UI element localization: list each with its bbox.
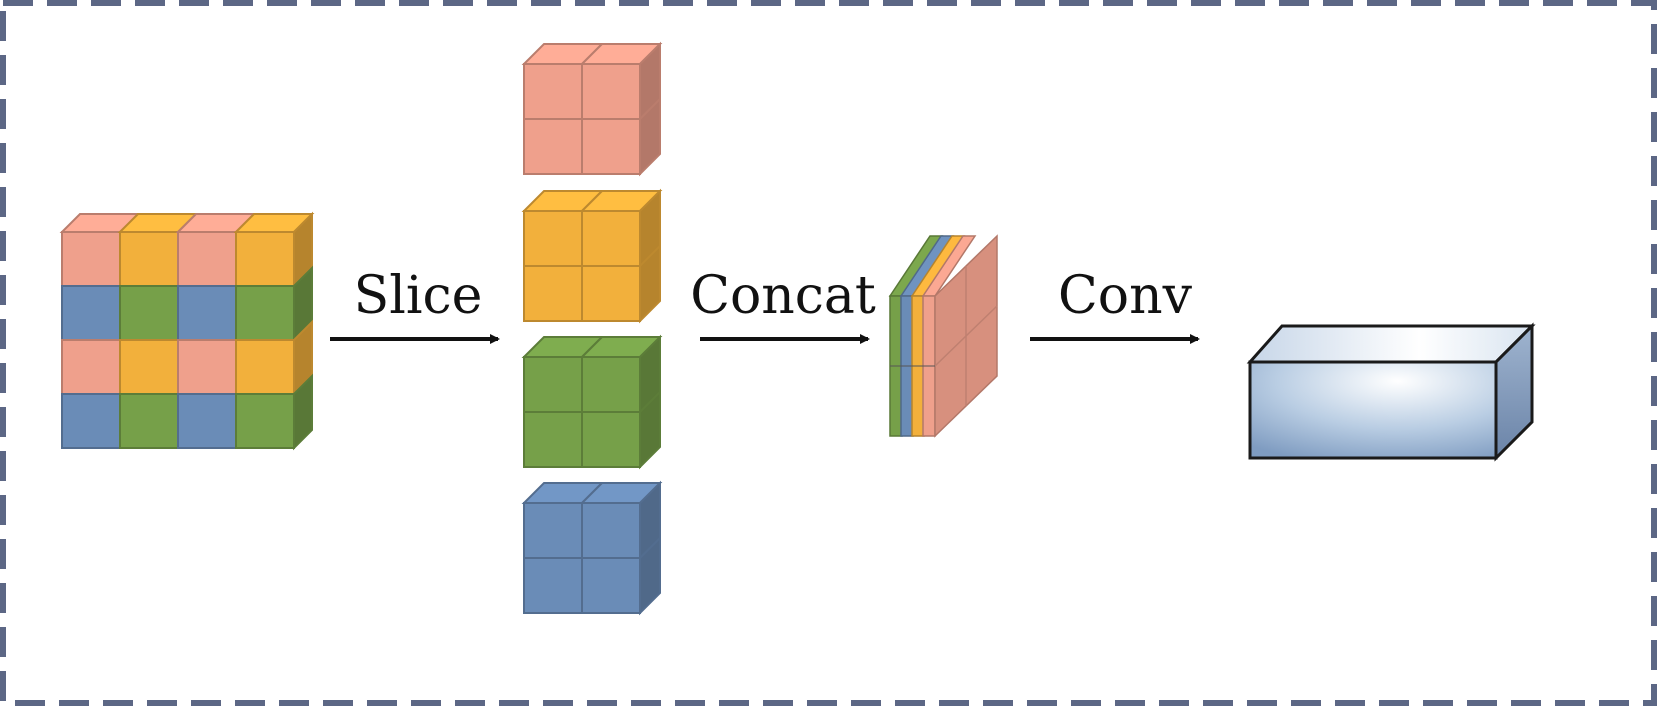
input-cell-r1-c4	[233, 211, 315, 289]
slice-block-3	[521, 334, 663, 470]
slice-4-cell-r1-c2-front	[581, 502, 641, 559]
input-cell-r4-c1-front	[61, 393, 121, 449]
slice-1-cell-r1-c1	[521, 43, 605, 120]
input-cell-r2-c2	[119, 285, 179, 341]
input-cell-r3-c3-front	[177, 339, 237, 395]
input-cell-r1-c2-front	[119, 231, 179, 287]
output-block-top	[1246, 324, 1536, 364]
input-cell-r4-c2-front	[119, 393, 179, 449]
input-cell-r2-c1	[61, 285, 121, 341]
slice-1-cell-r1-c2	[579, 41, 663, 122]
slice-2-cell-r1-c1-front	[523, 210, 583, 267]
slice-group	[521, 41, 663, 616]
slice-block-4	[521, 480, 663, 616]
slice-3-cell-r1-c2	[579, 334, 663, 415]
input-cell-r1-c1	[59, 213, 141, 287]
slice-1-cell-r2-c1	[523, 118, 583, 175]
slice-1-cell-r1-c1-front	[523, 63, 583, 120]
slice-2-cell-r2-c2	[581, 243, 661, 324]
slice-2-cell-r1-c2	[579, 188, 663, 269]
slice-3-cell-r2-c2	[581, 389, 661, 470]
slice-block-1	[521, 41, 663, 177]
input-cell-r3-c1	[61, 339, 121, 395]
slice-2-cell-r1-c2-front	[581, 210, 641, 267]
slice-3-cell-r2-c1-front	[523, 411, 583, 468]
slice-label: Slice	[354, 266, 483, 326]
input-cell-r2-c3-front	[177, 285, 237, 341]
input-cell-r1-c4-front	[235, 231, 295, 287]
input-cell-r4-c4	[235, 373, 313, 451]
input-cell-r3-c4-front	[235, 339, 295, 395]
slice-4-cell-r1-c1	[521, 482, 605, 559]
input-cell-r4-c3-front	[177, 393, 237, 449]
output-block-front	[1248, 360, 1498, 460]
concat-label: Concat	[690, 266, 876, 326]
slice-2-cell-r2-c1	[523, 265, 583, 322]
slice-2-cell-r2-c2-front	[581, 265, 641, 322]
input-cell-r2-c1-front	[61, 285, 121, 341]
input-cell-r3-c1-front	[61, 339, 121, 395]
slice-4-cell-r1-c1-front	[523, 502, 583, 559]
input-cell-r2-c4	[235, 265, 313, 343]
input-cell-r3-c3	[177, 339, 237, 395]
slice-4-cell-r2-c2-front	[581, 557, 641, 614]
concat-stack	[888, 234, 998, 438]
slice-3-cell-r2-c2-front	[581, 411, 641, 468]
conv-output-block	[1246, 322, 1536, 462]
input-cell-r2-c3	[177, 285, 237, 341]
slice-1-cell-r2-c1-front	[523, 118, 583, 175]
slice-4-cell-r2-c2	[581, 535, 661, 616]
conv-label: Conv	[1058, 266, 1193, 326]
input-cell-r4-c4-front	[235, 393, 295, 449]
slice-2-cell-r1-c1	[521, 190, 605, 267]
input-cell-r1-c1-front	[61, 231, 121, 287]
slice-2-cell-r2-c1-front	[523, 265, 583, 322]
input-cell-r1-c3	[175, 213, 257, 287]
slice-3-cell-r2-c1	[523, 411, 583, 468]
slice-4-cell-r1-c2	[579, 480, 663, 561]
slice-4-cell-r2-c1-front	[523, 557, 583, 614]
input-cell-r3-c2	[119, 339, 179, 395]
slice-1-cell-r2-c2	[581, 96, 661, 177]
slice-1-cell-r1-c2-front	[581, 63, 641, 120]
slice-3-cell-r1-c1-front	[523, 356, 583, 413]
input-cell-r1-c3-front	[177, 231, 237, 287]
input-cell-r2-c2-front	[119, 285, 179, 341]
input-cell-r4-c3	[177, 393, 237, 449]
slice-3-cell-r1-c2-front	[581, 356, 641, 413]
slice-4-cell-r2-c1	[523, 557, 583, 614]
input-cell-r4-c2	[119, 393, 179, 449]
slice-block-2	[521, 188, 663, 324]
input-cell-r2-c4-front	[235, 285, 295, 341]
slice-1-cell-r2-c2-front	[581, 118, 641, 175]
input-cube	[59, 211, 315, 451]
input-cell-r3-c2-front	[119, 339, 179, 395]
input-cell-r4-c1	[61, 393, 121, 449]
